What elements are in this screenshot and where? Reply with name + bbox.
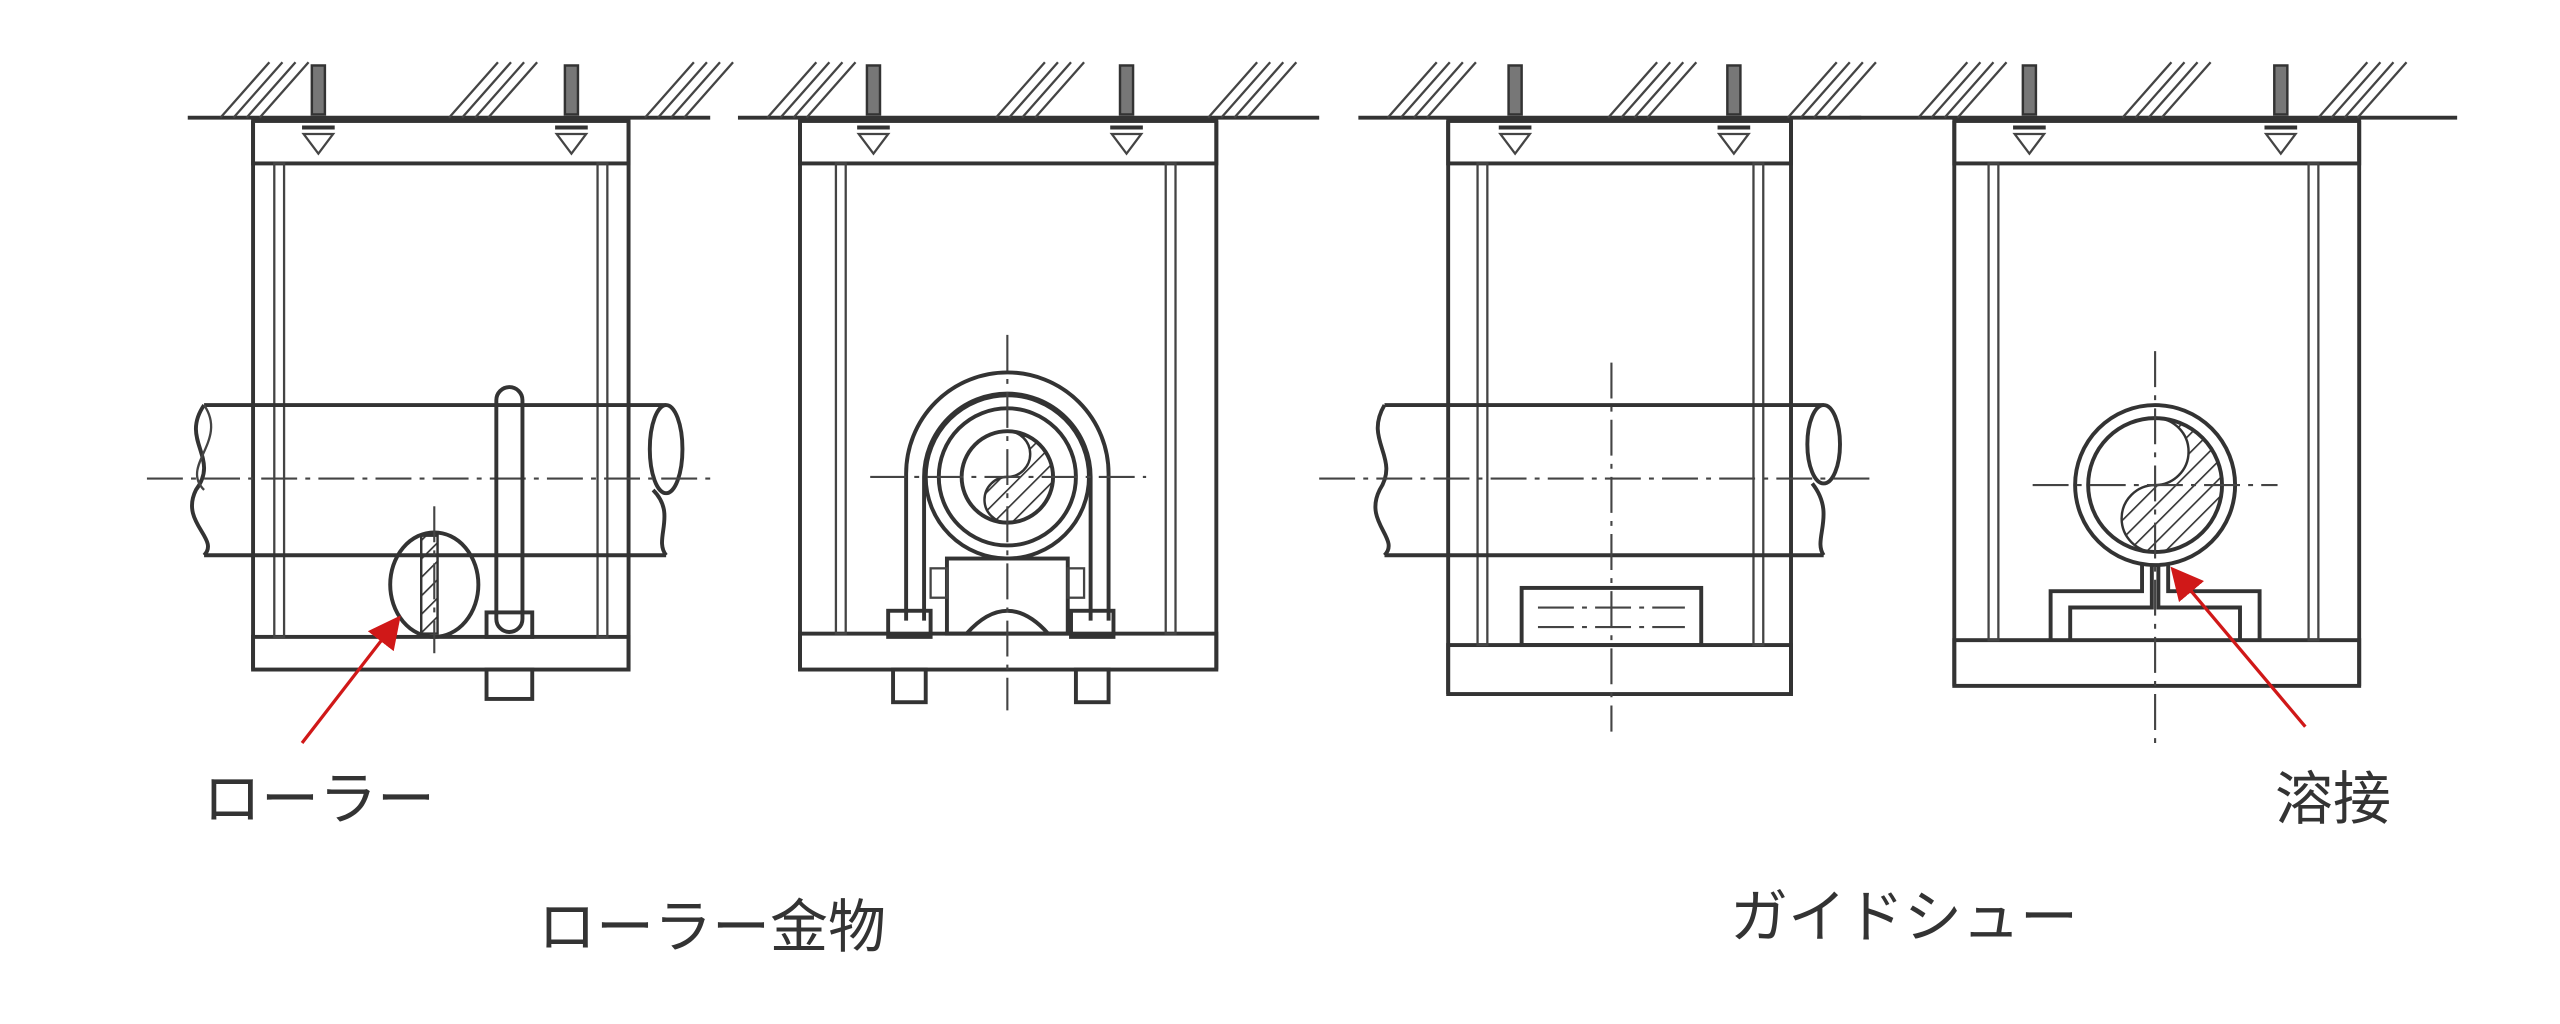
roller-support-front-view [798, 63, 1219, 711]
guide-shoe-front-view [1952, 63, 2362, 752]
roller-fitting-caption: ローラー金物 [538, 893, 887, 961]
welding-arrow [2170, 566, 2307, 728]
roller-arrow [300, 615, 401, 745]
welding-label: 溶接 [2275, 765, 2392, 833]
guide-shoe-caption: ガイドシュー [1730, 883, 2079, 951]
roller-support-side-view [146, 63, 711, 701]
ceiling [187, 61, 2458, 120]
guide-shoe-side-view [1319, 63, 1878, 732]
roller-label: ローラー [203, 765, 436, 833]
